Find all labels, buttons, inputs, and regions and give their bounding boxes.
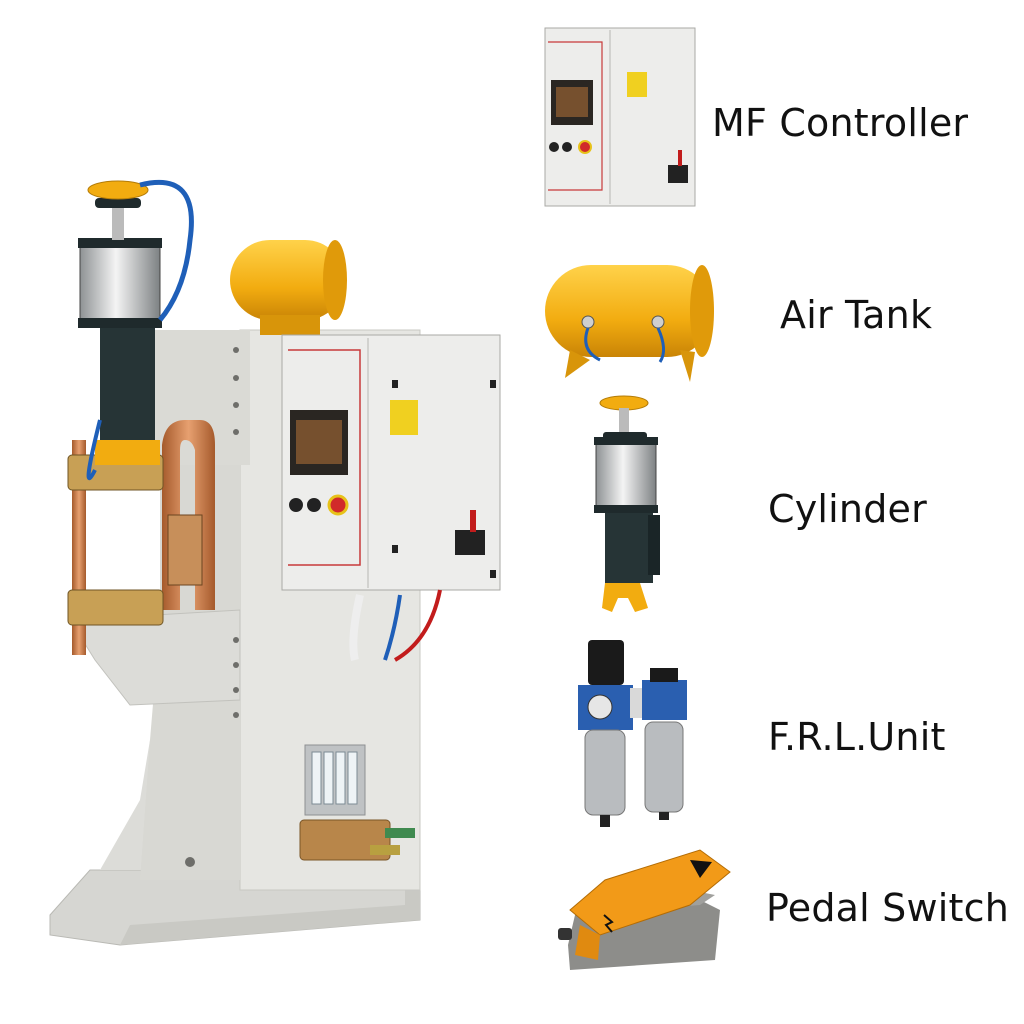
label-mf-controller: MF Controller bbox=[712, 101, 969, 145]
frl-unit-image bbox=[578, 640, 687, 827]
pedal-switch-image bbox=[558, 849, 731, 970]
label-pedal-switch: Pedal Switch bbox=[766, 886, 1010, 930]
cylinder-image bbox=[594, 395, 660, 612]
label-air-tank: Air Tank bbox=[780, 293, 933, 337]
spot-welder-machine bbox=[49, 179, 501, 946]
air-tank-image bbox=[545, 265, 714, 382]
mf-controller-image bbox=[544, 27, 696, 207]
label-frl-unit: F.R.L.Unit bbox=[768, 715, 946, 759]
label-cylinder: Cylinder bbox=[768, 487, 927, 531]
